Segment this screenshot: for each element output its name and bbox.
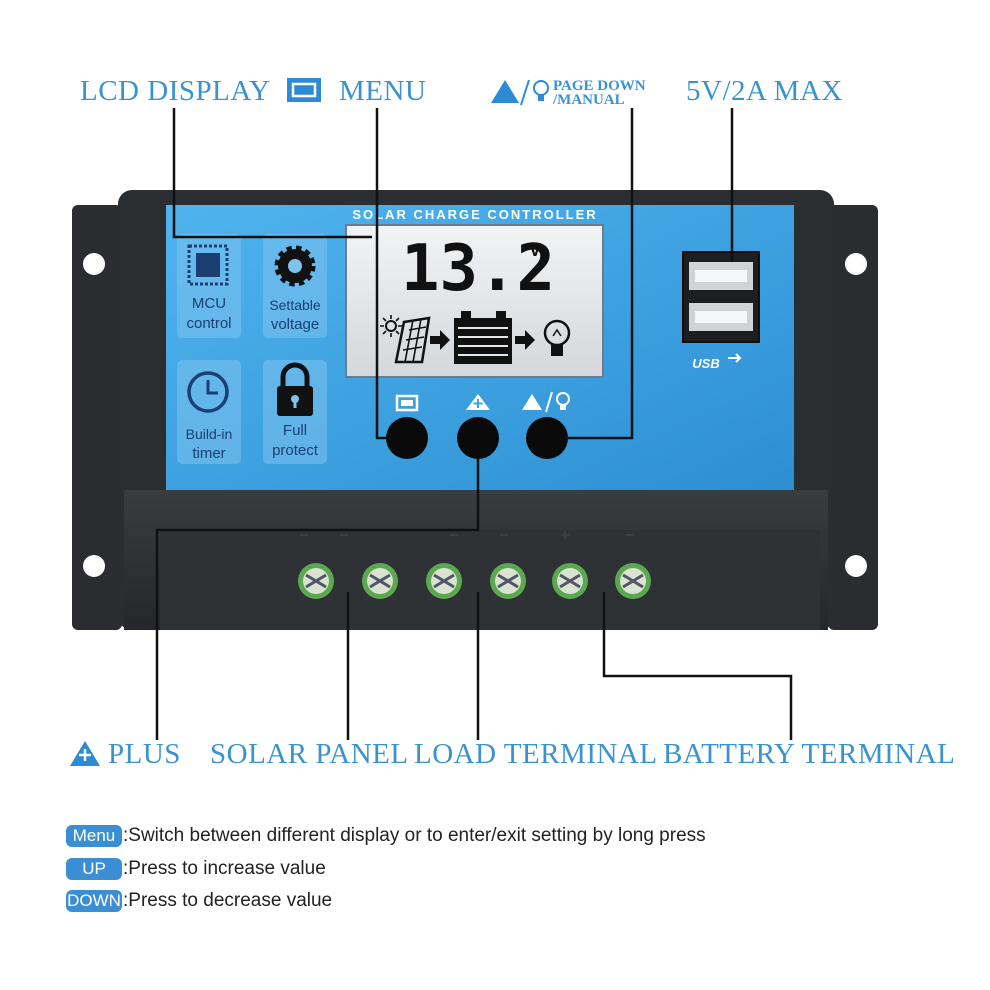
leader-line-menu: [375, 108, 390, 440]
feature-label: voltage: [271, 316, 319, 333]
clock-icon: [187, 371, 229, 413]
screw-terminal[interactable]: [362, 563, 398, 599]
solar-panel-icon: [394, 316, 431, 364]
usb-label: USB: [692, 356, 719, 371]
usb-max-callout: 5V/2A MAX: [686, 75, 843, 107]
feature-label: timer: [192, 445, 225, 462]
legend-text: :Press to increase value: [123, 858, 326, 879]
menu-callout: MENU: [339, 75, 427, 107]
lcd-display: [345, 224, 604, 378]
battery-terminal-callout: BATTERY TERMINAL: [663, 738, 956, 770]
lcd-voltage-value: 13.2: [401, 232, 555, 306]
screw-terminal[interactable]: [298, 563, 334, 599]
legend-row-up: UP :Press to increase value: [66, 857, 326, 881]
plus-callout: PLUS: [108, 738, 181, 770]
feature-label: Full: [283, 422, 307, 439]
feature-tile-timer: [177, 360, 241, 464]
up-icon: [466, 394, 490, 410]
bulb-icon: [520, 79, 549, 106]
controller-header: SOLAR CHARGE CONTROLLER: [352, 207, 597, 222]
feature-tile-settable: [263, 234, 327, 338]
screw-terminal[interactable]: [552, 563, 588, 599]
feature-label: Build-in: [186, 426, 233, 442]
lcd-display-callout: LCD DISPLAY: [80, 75, 271, 107]
mounting-ear-left: [72, 205, 122, 630]
sun-icon: [380, 315, 402, 337]
down-badge: DOWN: [66, 890, 122, 912]
feature-label: MCU: [192, 295, 226, 312]
menu-button[interactable]: [386, 417, 428, 459]
leader-line-plus: [155, 458, 480, 740]
solar-panel-callout: SOLAR PANEL: [210, 738, 409, 770]
gear-icon: [274, 245, 316, 287]
feature-tile-protect: [263, 360, 327, 464]
leader-line-lcd: [172, 108, 372, 239]
chip-icon: [187, 244, 229, 286]
page-down-callout-line2: /MANUAL: [553, 92, 625, 108]
lock-icon: [277, 362, 313, 416]
legend-row-menu: Menu :Switch between different display o…: [66, 824, 706, 848]
up-badge: UP: [66, 858, 122, 880]
plus-icon: [70, 741, 100, 766]
screw-terminal[interactable]: [490, 563, 526, 599]
lcd-voltage-unit: V: [529, 240, 541, 260]
bulb-icon: [543, 319, 571, 356]
feature-label: Settable: [269, 297, 321, 313]
down-manual-button[interactable]: [526, 417, 568, 459]
up-icon: [491, 80, 519, 103]
leader-line-page-down: [565, 108, 634, 440]
screw-terminal[interactable]: [426, 563, 462, 599]
feature-label: protect: [272, 442, 319, 459]
terminal-symbols: [300, 531, 633, 539]
leader-line-battery: [602, 592, 793, 740]
page-down-callout-line1: PAGE DOWN: [553, 78, 646, 94]
usb-icon: [728, 353, 742, 363]
arrow-icon: [515, 330, 535, 350]
terminal-cover: [160, 530, 820, 630]
mounting-ear-right: [828, 205, 878, 630]
feature-tile-mcu: [177, 234, 241, 338]
legend-text: :Press to decrease value: [123, 890, 333, 911]
battery-icon: [454, 311, 512, 364]
menu-badge: Menu: [66, 825, 122, 847]
screw-terminal[interactable]: [615, 563, 651, 599]
down-manual-icon: [522, 391, 570, 413]
usb-port[interactable]: [682, 251, 760, 343]
menu-icon: [395, 394, 419, 412]
menu-icon: [287, 78, 321, 102]
feature-label: control: [186, 315, 231, 332]
up-button[interactable]: [457, 417, 499, 459]
legend-text: :Switch between different display or to …: [123, 825, 706, 846]
legend-row-down: DOWN :Press to decrease value: [66, 889, 332, 913]
load-terminal-callout: LOAD TERMINAL: [414, 738, 658, 770]
arrow-icon: [430, 330, 450, 350]
